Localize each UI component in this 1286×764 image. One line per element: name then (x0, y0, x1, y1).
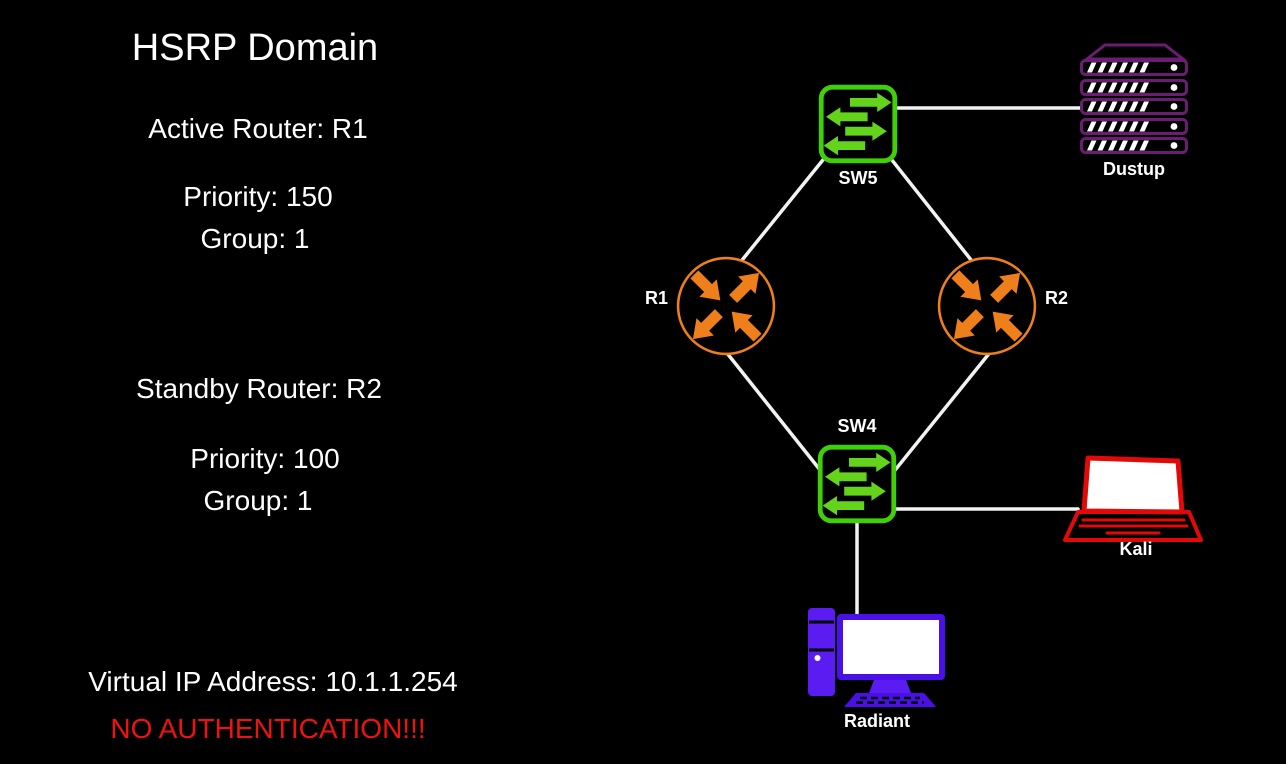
no-authentication-warning: NO AUTHENTICATION!!! (110, 713, 426, 744)
active-group-text: Group: 1 (200, 223, 310, 254)
sw4-label: SW4 (837, 416, 877, 436)
standby-priority-text: Priority: 100 (190, 443, 340, 474)
kali-label: Kali (1119, 539, 1153, 559)
r1-label: R1 (644, 288, 668, 308)
r2-label: R2 (1045, 288, 1069, 308)
sw5-switch-icon (821, 87, 895, 161)
active-priority-text: Priority: 150 (183, 181, 333, 212)
r1-router-icon (676, 256, 776, 356)
sw5-label: SW5 (838, 168, 878, 188)
standby-router-text: Standby Router: R2 (136, 373, 382, 404)
r2-router-icon (937, 256, 1037, 356)
sw4-switch-icon (820, 447, 894, 521)
link-sw5-r1 (728, 143, 837, 277)
radiant-desktop-pc-icon (808, 608, 945, 707)
link-sw5-r2 (878, 143, 985, 277)
standby-group-text: Group: 1 (203, 485, 313, 516)
kali-laptop-icon (1063, 455, 1203, 542)
active-router-text: Active Router: R1 (148, 113, 368, 144)
dustup-server-rack-icon (1080, 43, 1188, 154)
radiant-label: Radiant (843, 711, 910, 731)
connection-lines (713, 106, 1087, 632)
page-title: HSRP Domain (131, 27, 379, 69)
virtual-ip-text: Virtual IP Address: 10.1.1.254 (88, 666, 458, 697)
dustup-label: Dustup (1103, 159, 1165, 179)
